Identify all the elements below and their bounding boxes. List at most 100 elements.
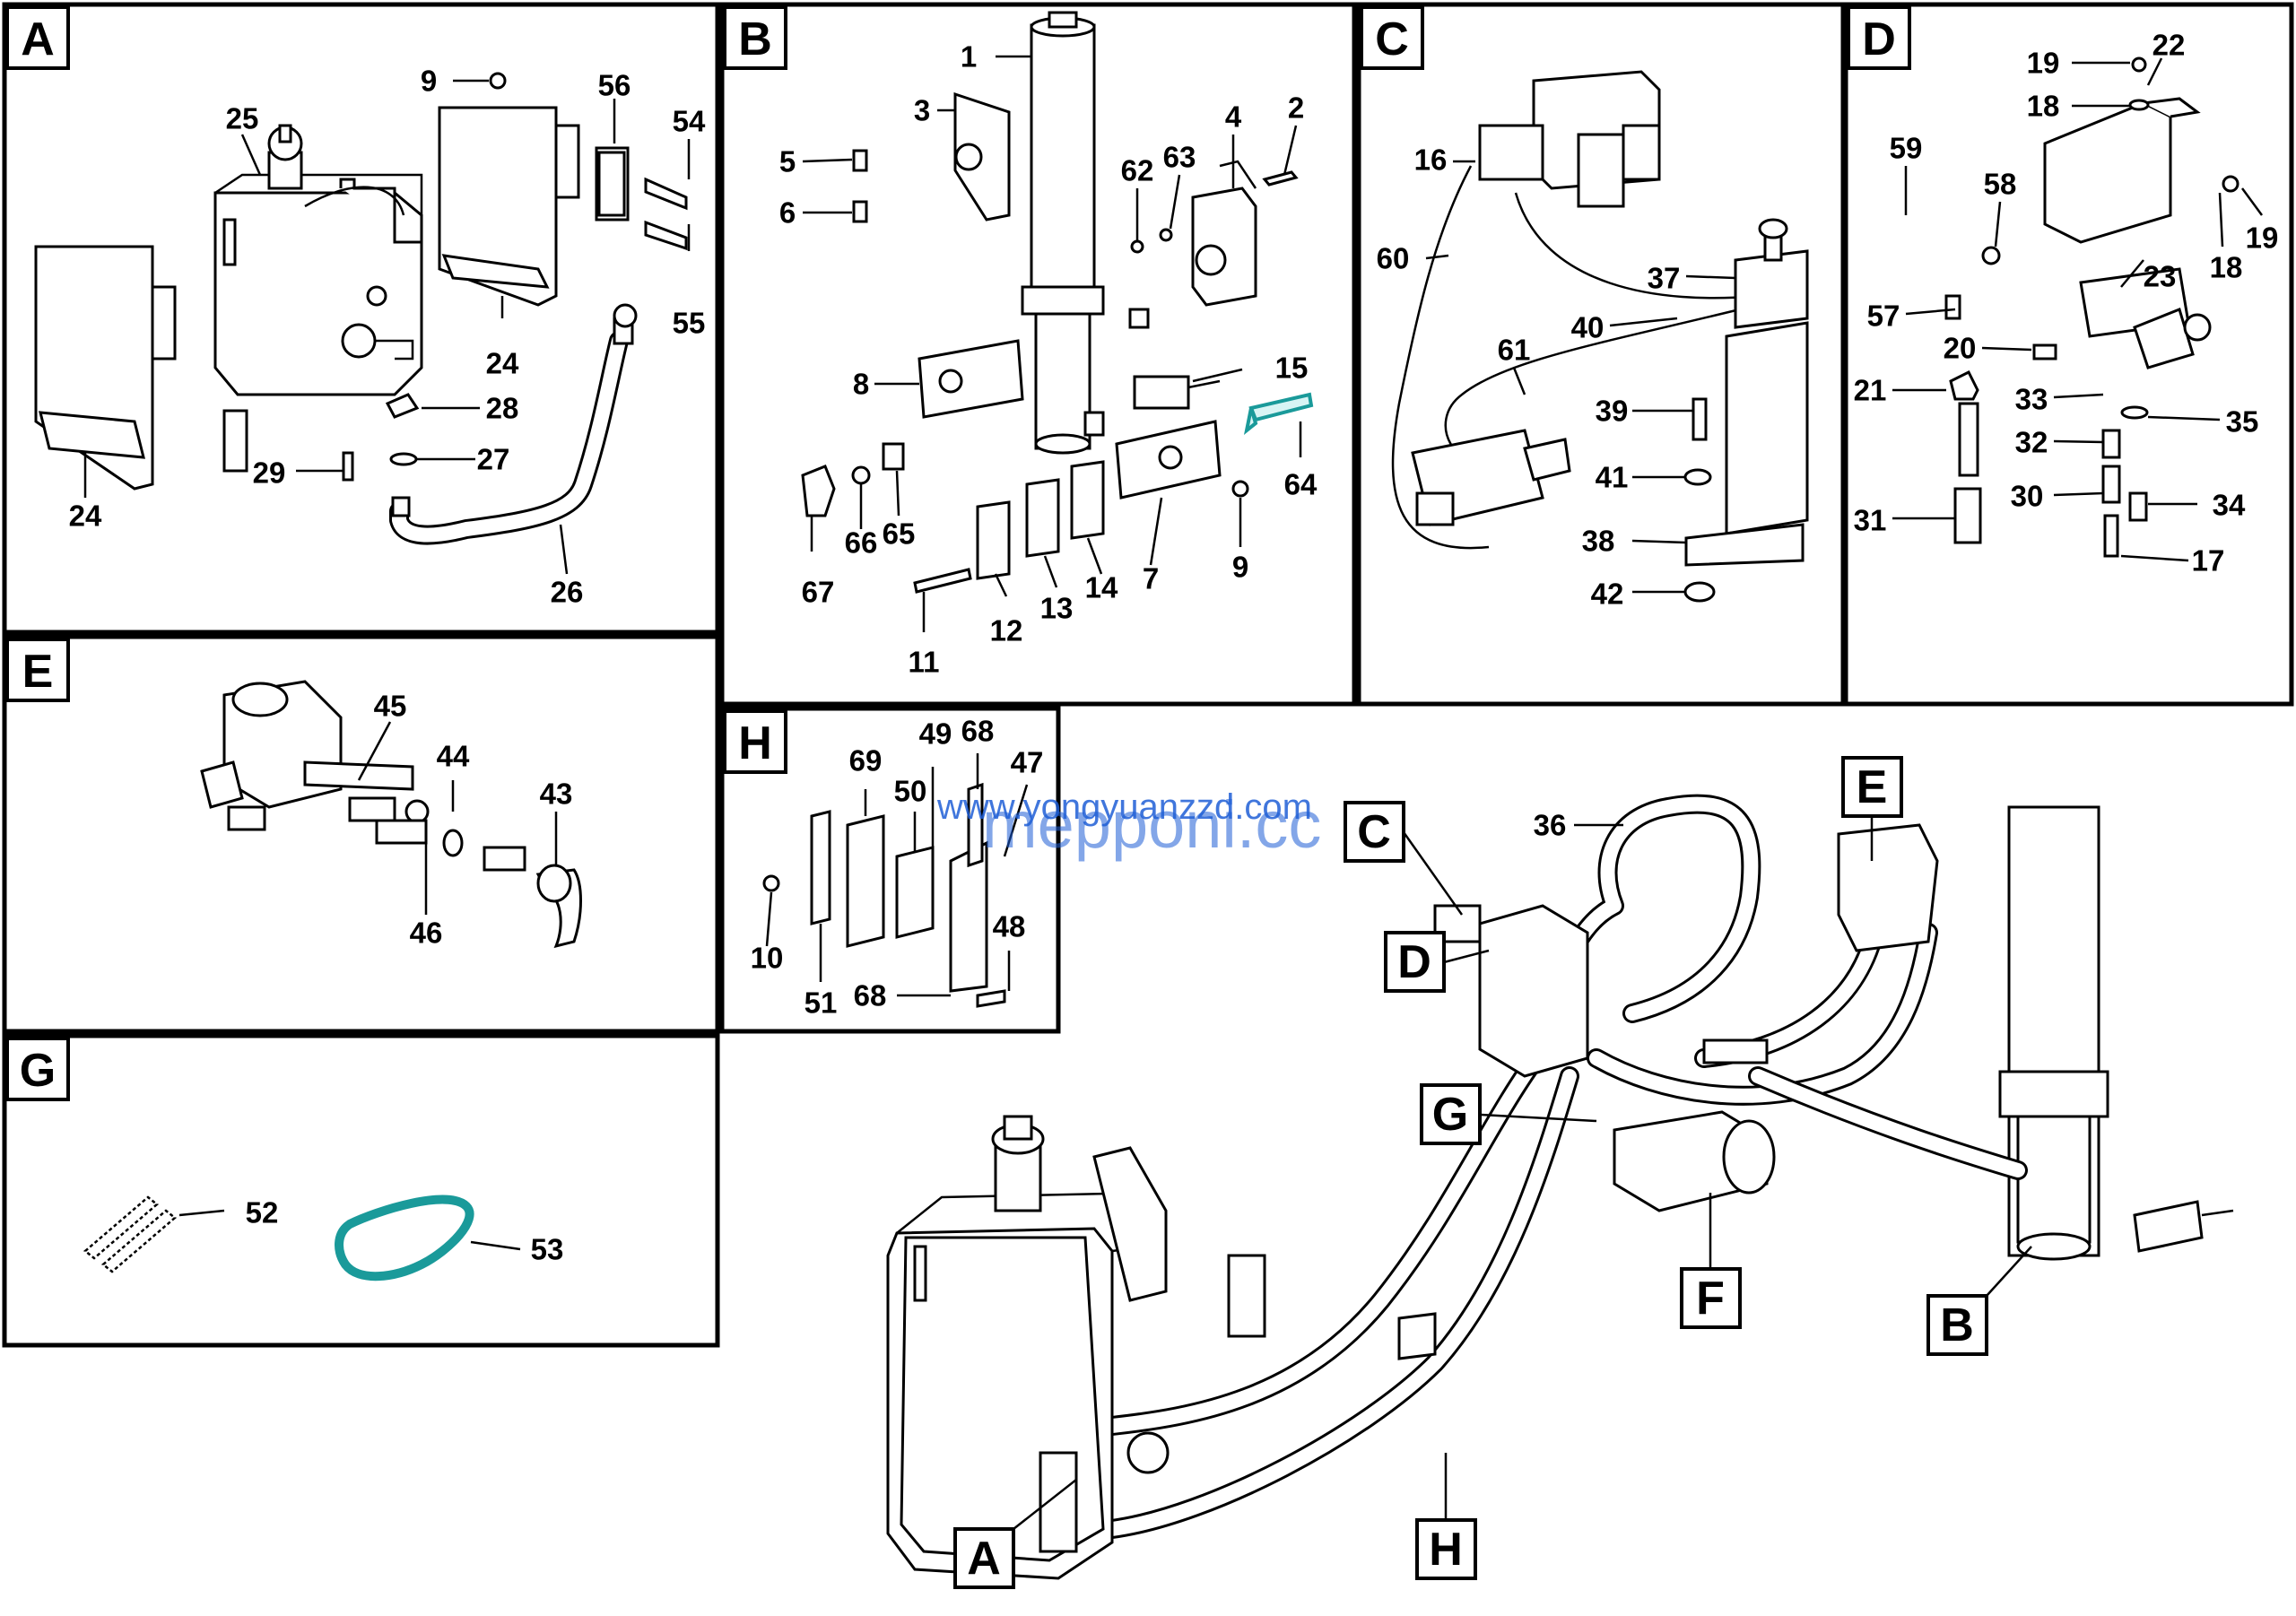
panel-e-border: [2, 634, 720, 1034]
overview-leaders: [1013, 816, 2032, 1530]
part-number: 19: [2027, 47, 2060, 80]
part-number: 69: [849, 744, 883, 778]
part-number: 6: [779, 196, 796, 230]
part-number: 32: [2015, 426, 2048, 459]
panel-a-drawing: [34, 72, 688, 545]
part-number: 28: [486, 392, 519, 425]
part-number: 60: [1377, 242, 1410, 275]
part-numbers-b: 1 3 4 2 5 6 62 63 15 8 64 67 66 65 12 13…: [779, 40, 1318, 679]
part-number: 33: [2015, 383, 2048, 416]
panel-h-drawing: [762, 782, 1006, 1008]
part-number: 55: [673, 307, 706, 340]
part-number: 17: [2192, 544, 2225, 578]
part-number: 10: [751, 942, 784, 975]
part-number: 51: [804, 986, 838, 1020]
part-numbers-a: 9 56 54 25 55 24 28 27 29 24 26: [69, 65, 706, 609]
panel-tag-b: B: [723, 5, 787, 70]
part-number: 35: [2226, 405, 2259, 439]
part-number: 27: [477, 443, 510, 476]
part-number: 48: [993, 910, 1026, 943]
overview-callout-h: H: [1415, 1518, 1477, 1580]
part-number: 31: [1854, 504, 1887, 537]
panel-g-border: [2, 1033, 720, 1348]
part-number: 30: [2011, 480, 2044, 513]
part-numbers-c: 16 60 37 40 61 39 41 38 42: [1377, 143, 1681, 611]
panel-d-drawing: [1944, 56, 2239, 558]
part-number: 64: [1284, 468, 1318, 501]
part-number: 8: [853, 368, 869, 401]
watermark-text: mepponi.cc: [982, 787, 1321, 862]
part-number: 24: [69, 500, 102, 533]
part-number: 43: [540, 778, 573, 811]
svg-text:B: B: [738, 13, 772, 65]
part-number: 24: [486, 347, 519, 380]
part-numbers-d: 19 22 18 59 58 19 23 18 57 20 21 33 35 3…: [1854, 29, 2279, 578]
part-number: 41: [1596, 461, 1629, 494]
part-number: 1: [961, 40, 977, 74]
svg-text:F: F: [1696, 1273, 1725, 1325]
part-number: 68: [961, 715, 995, 748]
svg-text:A: A: [967, 1533, 1001, 1585]
overview-callout-b: B: [1926, 1294, 1988, 1356]
part-numbers-h: 69 49 68 47 50 10 48 51 68: [751, 715, 1044, 1020]
part-number: 11: [909, 646, 940, 679]
part-number: 19: [2246, 222, 2279, 255]
part-number: 3: [914, 94, 930, 127]
part-number: 16: [1414, 143, 1448, 177]
part-number: 50: [894, 775, 927, 808]
part-number: 52: [246, 1196, 279, 1229]
part-number: 49: [919, 717, 952, 751]
part-number: 29: [253, 456, 286, 490]
panel-c-drawing: [1391, 70, 1809, 603]
part-number: 45: [374, 690, 407, 723]
part-number: 26: [551, 576, 584, 609]
part-number: 12: [990, 614, 1023, 647]
part-number: 54: [673, 105, 706, 138]
panel-b-border: [719, 2, 1357, 707]
panel-c-border: [1356, 2, 1846, 707]
part-number: 4: [1225, 100, 1242, 134]
part-number: 18: [2027, 90, 2060, 123]
panel-tag-e: E: [5, 638, 70, 702]
part-number: 7: [1143, 562, 1159, 595]
part-number: 68: [854, 979, 887, 1012]
part-number: 15: [1275, 352, 1309, 385]
svg-text:A: A: [21, 13, 55, 65]
overview-drawing: [886, 794, 2234, 1580]
part-number: 46: [410, 917, 443, 950]
part-number: 63: [1163, 141, 1196, 174]
overview-callout-f: F: [1680, 1267, 1742, 1329]
panel-tag-d: D: [1847, 5, 1911, 70]
svg-text:G: G: [20, 1045, 56, 1097]
part-number: 34: [2213, 489, 2246, 522]
part-number: 36: [1534, 809, 1567, 842]
part-number: 59: [1890, 132, 1923, 165]
overview-callout-a: A: [953, 1527, 1015, 1589]
panel-tag-h: H: [723, 709, 787, 774]
part-number: 44: [437, 740, 470, 773]
panel-a-border: [2, 2, 720, 635]
part-numbers-e: 45 44 43 46: [374, 690, 573, 950]
svg-text:H: H: [1429, 1524, 1463, 1576]
part-number: 38: [1582, 525, 1615, 558]
part-number: 2: [1288, 91, 1304, 125]
part-number: 57: [1867, 300, 1900, 333]
svg-text:H: H: [738, 717, 772, 769]
overview-callout-d: D: [1384, 931, 1446, 993]
part-number: 39: [1596, 395, 1629, 428]
svg-text:B: B: [1940, 1299, 1974, 1351]
panel-h-border: [719, 706, 1061, 1034]
part-number: 18: [2210, 251, 2243, 284]
part-number: 21: [1854, 374, 1887, 407]
svg-text:E: E: [22, 646, 54, 698]
part-number: 40: [1571, 311, 1605, 344]
part-number: 37: [1648, 262, 1681, 295]
overview-callout-e: E: [1841, 756, 1903, 818]
part-number: 58: [1984, 168, 2017, 201]
part-number: 5: [779, 145, 796, 178]
part-53-highlight: [335, 1195, 474, 1282]
part-number: 53: [531, 1233, 564, 1266]
overview-callout-g: G: [1420, 1083, 1482, 1145]
part-number: 67: [802, 576, 835, 609]
